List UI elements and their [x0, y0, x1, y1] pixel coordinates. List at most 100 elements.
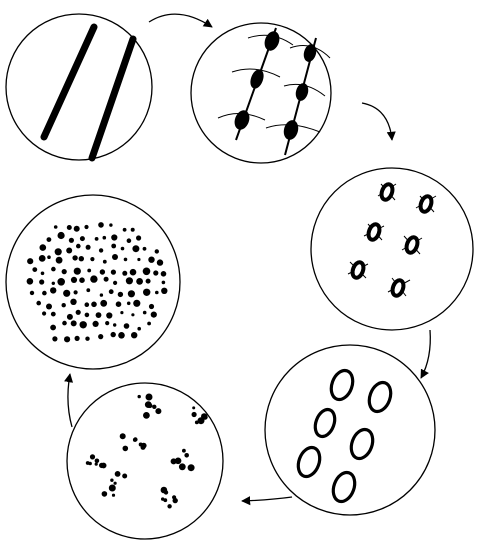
dot — [112, 254, 118, 260]
dot — [136, 278, 143, 285]
dot — [155, 291, 159, 295]
dot — [95, 463, 98, 466]
dot — [58, 232, 65, 239]
dot — [27, 278, 34, 285]
dot — [109, 485, 116, 492]
dot — [93, 321, 99, 327]
stage-2-circle — [191, 23, 331, 163]
dot — [138, 395, 141, 398]
dot — [105, 321, 109, 325]
dot — [155, 408, 161, 414]
dot — [96, 312, 102, 318]
dot — [67, 314, 73, 320]
dot — [75, 336, 80, 341]
dot — [128, 290, 135, 297]
dot — [111, 270, 116, 275]
dot — [115, 471, 121, 477]
dot — [126, 277, 133, 284]
dot — [122, 271, 127, 276]
dot — [116, 301, 122, 307]
dot — [111, 244, 116, 249]
dot — [123, 228, 127, 232]
dot — [52, 336, 57, 341]
dot — [57, 278, 65, 286]
dot — [137, 327, 141, 331]
dot — [157, 259, 163, 265]
dot — [67, 225, 72, 230]
dot — [51, 267, 56, 272]
dot — [76, 244, 81, 249]
dot — [184, 453, 189, 458]
dot — [54, 225, 58, 229]
dot — [118, 332, 125, 339]
dot — [84, 225, 88, 229]
dot — [133, 300, 140, 307]
dot — [161, 288, 167, 294]
dot — [47, 237, 52, 242]
dot — [50, 325, 56, 331]
dot — [39, 255, 46, 262]
dot — [175, 458, 182, 465]
dot — [102, 491, 108, 497]
stage-6-circle — [6, 195, 180, 369]
dot — [122, 474, 127, 479]
dot — [146, 394, 153, 401]
dot — [72, 255, 77, 260]
dot — [137, 258, 140, 261]
dot — [114, 482, 117, 485]
stage-4-circle — [265, 345, 435, 515]
dot — [123, 446, 129, 452]
dot — [127, 238, 132, 243]
arrow-stage-4-to-5 — [242, 497, 292, 501]
dot — [42, 291, 47, 296]
dot — [120, 311, 123, 314]
dot — [30, 291, 34, 295]
dot — [52, 282, 55, 285]
dot — [149, 304, 154, 309]
dot — [90, 257, 94, 261]
dot — [46, 304, 52, 310]
dot — [100, 269, 105, 274]
dot — [71, 320, 77, 326]
dot — [101, 463, 107, 469]
arrow-stage-1-to-2 — [149, 14, 212, 27]
dot — [132, 245, 139, 252]
dot — [110, 479, 113, 482]
dot — [133, 438, 137, 442]
dot — [143, 289, 150, 296]
dot — [62, 269, 67, 274]
dot — [130, 269, 137, 276]
dot — [106, 312, 112, 318]
dot — [99, 248, 103, 252]
dot — [98, 222, 104, 228]
dot — [131, 332, 137, 338]
arrow-stage-3-to-4 — [421, 330, 430, 378]
dot — [39, 279, 44, 284]
dot — [74, 226, 80, 232]
dot — [136, 235, 141, 240]
dot — [148, 257, 154, 263]
dot — [47, 255, 51, 259]
dot — [80, 321, 87, 328]
dot — [164, 490, 168, 494]
dot — [63, 290, 70, 297]
dot — [192, 412, 197, 417]
dot — [155, 249, 159, 253]
dot — [153, 270, 158, 275]
dot — [87, 269, 91, 273]
dot — [195, 421, 199, 425]
stage-5-circle — [67, 383, 223, 539]
dot — [113, 323, 116, 326]
dot — [86, 288, 90, 292]
dot — [41, 272, 45, 276]
dot — [64, 336, 70, 342]
dot — [85, 337, 89, 341]
dot — [190, 466, 193, 469]
dot — [120, 433, 126, 439]
dot — [69, 238, 74, 243]
dot — [141, 445, 146, 450]
dot — [95, 459, 100, 464]
dot — [51, 312, 56, 317]
dot — [203, 415, 208, 420]
dot — [112, 494, 115, 497]
